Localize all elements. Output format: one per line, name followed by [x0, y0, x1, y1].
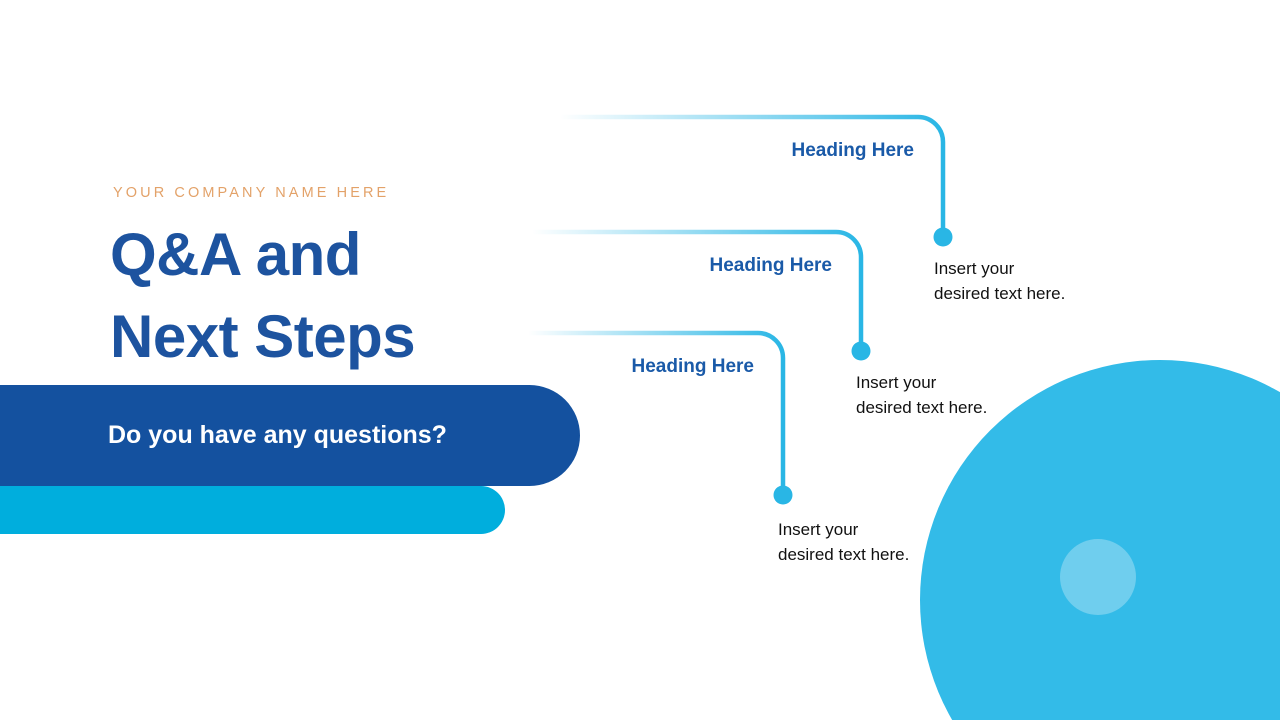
branch-1-body: Insert your desired text here.: [934, 259, 1066, 303]
page-title: Q&A and Next Steps: [110, 221, 416, 370]
banner-cyan-bar: [0, 486, 505, 534]
branch-2-body: Insert your desired text here.: [856, 373, 988, 417]
banner-question-text: Do you have any questions?: [108, 421, 447, 449]
branch-3-body: Insert your desired text here.: [778, 520, 910, 564]
banner-question: Do you have any questions?: [0, 385, 580, 486]
branch-3-heading: Heading Here: [631, 356, 754, 377]
company-name-eyebrow: YOUR COMPANY NAME HERE: [113, 185, 390, 201]
corner-circle-small: [1060, 539, 1136, 615]
branch-2-heading: Heading Here: [709, 255, 832, 276]
branch-1-heading: Heading Here: [791, 140, 914, 161]
